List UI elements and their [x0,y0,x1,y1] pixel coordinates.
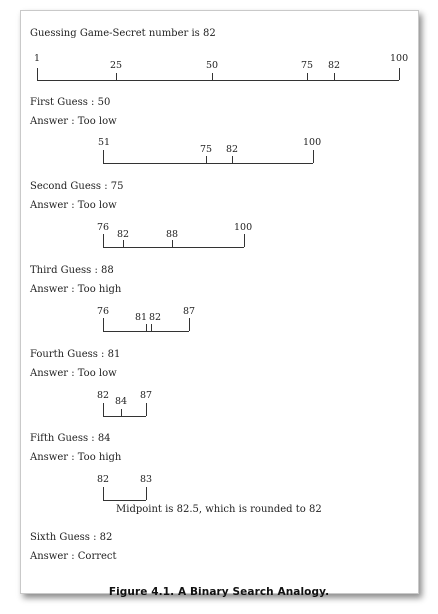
main-label-50: 50 [206,60,219,71]
range-3-line [103,331,189,332]
range-1-label-75: 75 [200,144,213,155]
main-number-line [37,80,399,81]
range-5-tick-82 [103,487,104,500]
range-3-tick-81 [146,324,147,331]
figure-title: Guessing Game-Secret number is 82 [30,28,216,39]
figure-caption: Figure 4.1. A Binary Search Analogy. [108,586,330,598]
range-1-label-51: 51 [98,137,111,148]
range-1-tick-51 [103,150,104,163]
range-2-line [103,247,244,248]
range-4-tick-84 [121,409,122,416]
range-4-line [103,416,146,417]
range-2-tick-76 [103,234,104,247]
range-3-label-82: 82 [149,312,162,323]
range-5-label-82: 82 [97,474,110,485]
range-5-line [103,500,146,501]
main-tick-1 [37,68,38,80]
range-2-label-76: 76 [97,222,110,233]
main-label-25: 25 [110,60,123,71]
figure-card [20,10,419,594]
range-1-label-100: 100 [303,137,322,148]
answer-1-text: Answer : Too low [30,116,117,127]
range-3-label-81: 81 [135,312,148,323]
range-1-line [103,163,313,164]
range-5-label-83: 83 [140,474,153,485]
answer-2-text: Answer : Too low [30,200,117,211]
main-label-100: 100 [390,53,409,64]
main-tick-82 [334,73,335,80]
range-4-label-82: 82 [97,390,110,401]
answer-6-text: Answer : Correct [30,551,117,562]
range-4-tick-82 [103,403,104,416]
main-tick-25 [116,73,117,80]
range-1-tick-100 [313,150,314,163]
guess-3-text: Third Guess : 88 [30,265,114,276]
midpoint-note: Midpoint is 82.5, which is rounded to 82 [116,504,322,515]
range-1-tick-82 [232,156,233,163]
range-3-tick-87 [189,318,190,331]
main-label-82: 82 [328,60,341,71]
guess-4-text: Fourth Guess : 81 [30,349,121,360]
range-2-label-82: 82 [117,229,130,240]
main-tick-100 [399,68,400,80]
main-label-1: 1 [34,53,41,64]
guess-1-text: First Guess : 50 [30,97,111,108]
main-tick-50 [212,73,213,80]
answer-4-text: Answer : Too low [30,368,117,379]
guess-5-text: Fifth Guess : 84 [30,433,111,444]
main-label-75: 75 [301,60,314,71]
range-5-tick-83 [146,487,147,500]
answer-3-text: Answer : Too high [30,284,122,295]
guess-2-text: Second Guess : 75 [30,181,124,192]
range-4-label-84: 84 [115,396,128,407]
range-1-tick-75 [206,156,207,163]
range-2-tick-100 [244,234,245,247]
range-2-label-88: 88 [166,229,179,240]
main-tick-75 [307,73,308,80]
range-3-tick-76 [103,318,104,331]
guess-6-text: Sixth Guess : 82 [30,532,113,543]
answer-5-text: Answer : Too high [30,452,122,463]
range-4-label-87: 87 [140,390,153,401]
range-4-tick-87 [146,403,147,416]
range-2-label-100: 100 [234,222,253,233]
range-3-label-87: 87 [183,306,196,317]
range-3-label-76: 76 [97,306,110,317]
range-2-tick-88 [172,240,173,247]
range-3-tick-82 [151,324,152,331]
range-2-tick-82 [123,240,124,247]
range-1-label-82: 82 [226,144,239,155]
